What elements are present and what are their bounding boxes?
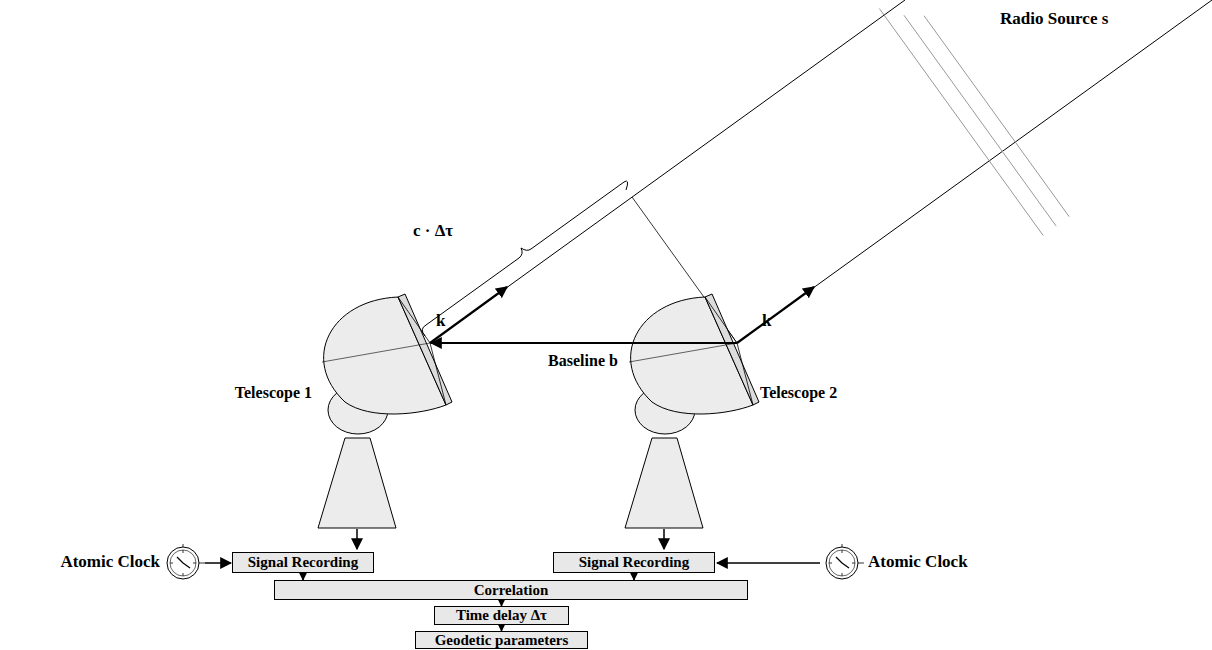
clock-label: Atomic Clock <box>868 553 968 572</box>
telescope-label: Telescope 1 <box>235 384 312 402</box>
wavefront-line <box>924 16 1069 217</box>
wavefront-line <box>879 9 1043 236</box>
box-label: Time delay Δτ <box>448 608 555 623</box>
baseline-label: Baseline b <box>548 352 618 370</box>
process-box: Correlation <box>274 580 748 600</box>
flow-arrow <box>633 573 635 580</box>
process-box: Geodetic parameters <box>415 631 588 649</box>
box-label: Geodetic parameters <box>427 633 577 648</box>
flow-arrow <box>302 573 304 580</box>
box-label: Signal Recording <box>240 555 366 570</box>
box-label: Correlation <box>466 583 557 598</box>
vector-label: k <box>436 312 445 331</box>
process-box: Signal Recording <box>232 552 374 573</box>
clock-label: Atomic Clock <box>60 553 160 572</box>
wavefront-line <box>904 15 1056 226</box>
box-label: Signal Recording <box>571 555 697 570</box>
source-label: Radio Source s <box>1000 10 1108 29</box>
delay-label: c · Δτ <box>413 222 453 241</box>
process-box: Signal Recording <box>553 552 715 573</box>
telescope-label: Telescope 2 <box>760 384 837 402</box>
process-box: Time delay Δτ <box>434 606 569 625</box>
vector-label: k <box>762 312 771 331</box>
